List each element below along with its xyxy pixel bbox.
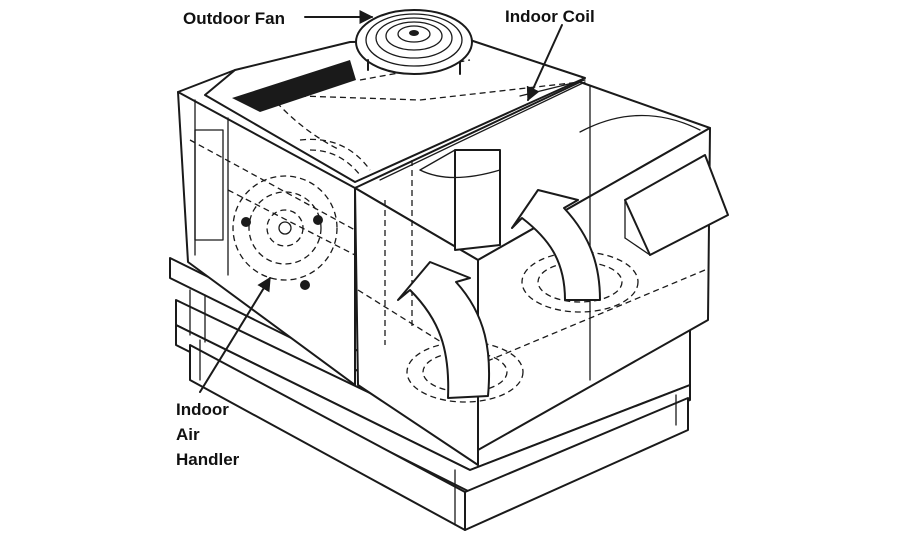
base-curb (175, 299, 691, 531)
outdoor-fan-guard (355, 9, 473, 75)
indoor-coil-leader (526, 24, 563, 102)
side-hood (624, 154, 729, 256)
leader-lines (199, 10, 563, 393)
blower-wheel (232, 138, 371, 290)
outdoor-fan-label: Outdoor Fan (183, 9, 285, 28)
air-handler-label-line-3: Handler (176, 450, 240, 469)
indoor-air-handler-label: Indoor Air Handler (176, 397, 239, 472)
air-handler-label-line-2: Air (176, 425, 200, 444)
air-handler-label-line-1: Indoor (176, 400, 229, 419)
indoor-coil-label: Indoor Coil (505, 7, 595, 26)
inner-duct (419, 149, 501, 251)
airflow-arrows (397, 189, 601, 399)
air-handler-leader (199, 276, 271, 393)
